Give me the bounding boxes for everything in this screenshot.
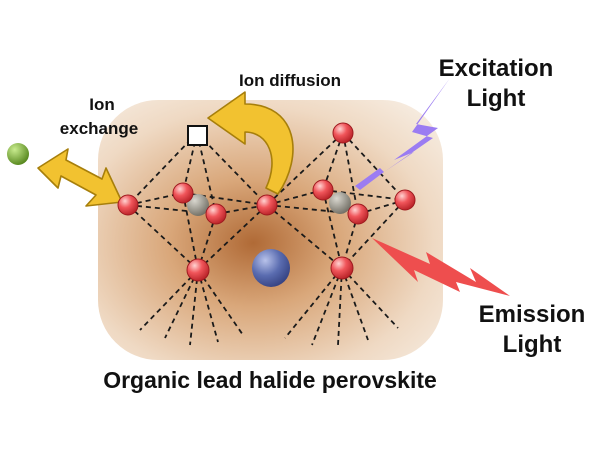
emission-lightning-icon [372, 238, 510, 296]
ion-exchange-label: Ion [89, 95, 115, 114]
halide-ion [205, 203, 227, 225]
lead-ion [187, 194, 209, 216]
halide-ion [186, 258, 210, 282]
external-ion [7, 143, 29, 165]
ion-diffusion-arrow [207, 91, 294, 195]
vacancy-square-icon [187, 125, 208, 146]
emission-light-label: Emission [479, 301, 586, 328]
excitation-light-label: Excitation [439, 55, 554, 82]
ion-exchange-label-line2: exchange [60, 119, 138, 138]
halide-ion [256, 194, 278, 216]
halide-ion [332, 122, 354, 144]
halide-ions [117, 122, 416, 282]
excitation-lightning-icon [384, 78, 450, 172]
halide-ion [172, 182, 194, 204]
lead-ion [329, 192, 351, 214]
crystal-background [98, 100, 443, 360]
emission-light-label-line2: Light [503, 331, 562, 358]
ion-diffusion-label: Ion diffusion [239, 71, 341, 90]
organic-cation [252, 249, 290, 287]
excitation-lightning-tail [355, 168, 384, 190]
halide-ion [312, 179, 334, 201]
halide-ion [330, 256, 354, 280]
excitation-light-label-line2: Light [467, 85, 526, 112]
halide-ion [394, 189, 416, 211]
halide-ion [347, 203, 369, 225]
diagram-caption: Organic lead halide perovskite [103, 367, 437, 393]
halide-ion [117, 194, 139, 216]
